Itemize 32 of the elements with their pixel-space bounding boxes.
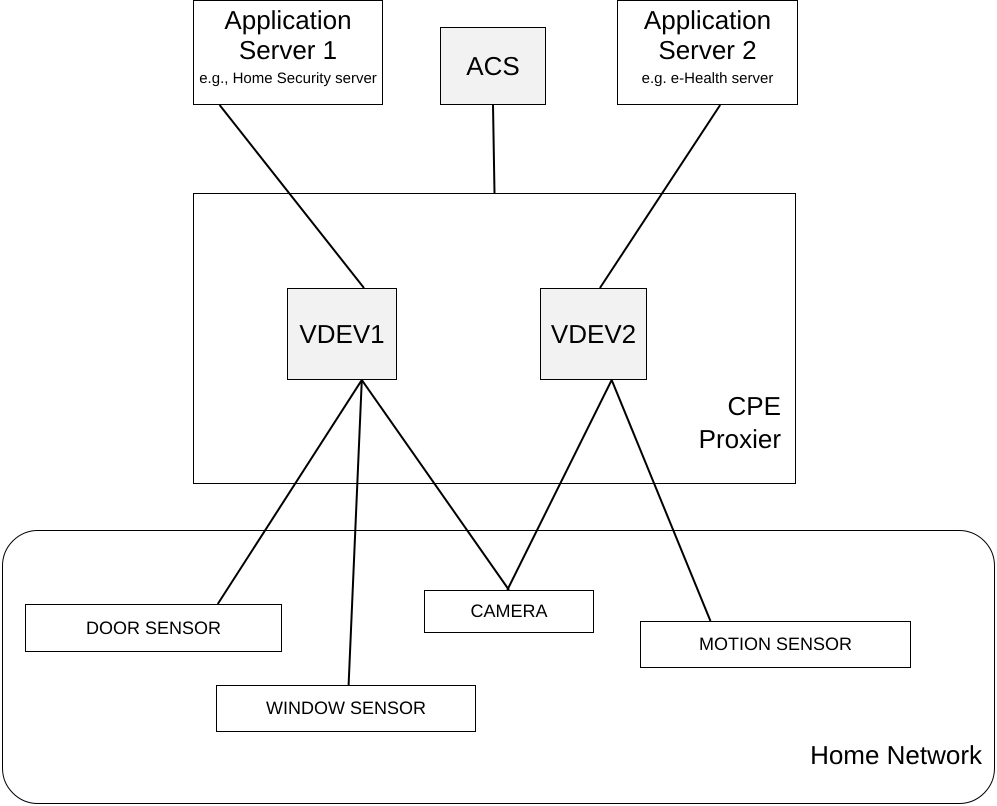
connector-line — [216, 379, 363, 605]
server-title: Application Server 2 — [642, 5, 772, 65]
server-box — [617, 0, 798, 105]
connector-line — [348, 380, 363, 686]
component-box — [287, 288, 397, 380]
connector-line — [506, 380, 613, 590]
component-box — [440, 27, 546, 105]
server-box — [193, 0, 383, 105]
connector-line — [218, 104, 365, 289]
device-box — [25, 604, 282, 652]
proxier-box — [193, 193, 796, 484]
region-label: Home Network — [810, 739, 982, 772]
device-label: WINDOW SENSOR — [266, 697, 426, 720]
connector-line — [360, 379, 510, 591]
server-example: e.g., Home Security server — [199, 69, 377, 89]
connector-line — [610, 380, 712, 622]
server-title: Application Server 1 — [223, 5, 353, 65]
device-box — [216, 685, 476, 732]
component-label: ACS — [466, 50, 520, 82]
device-box — [424, 590, 594, 633]
connector-line — [492, 104, 496, 194]
network-region — [2, 530, 995, 804]
connector-line — [599, 104, 721, 289]
device-label: CAMERA — [470, 600, 548, 623]
group-label: CPE Proxier — [698, 390, 781, 456]
device-label: MOTION SENSOR — [698, 633, 852, 656]
device-box — [640, 621, 911, 668]
component-label: VDEV2 — [550, 318, 636, 350]
server-example: e.g. e-Health server — [642, 69, 774, 89]
component-box — [540, 288, 647, 380]
device-label: DOOR SENSOR — [86, 616, 222, 640]
component-label: VDEV1 — [299, 318, 385, 350]
